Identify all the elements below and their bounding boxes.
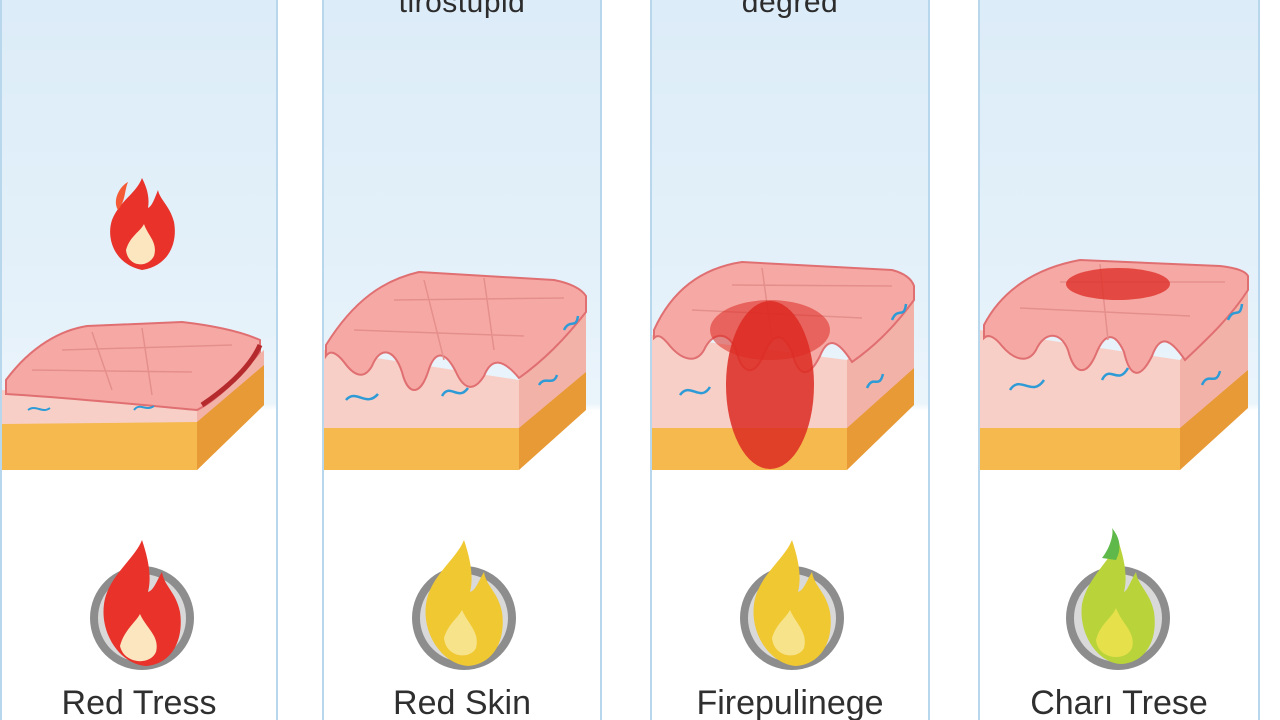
panel-second-degree: tirostupid Red Skin bbox=[322, 0, 602, 720]
panel-title: tirostupid bbox=[398, 0, 526, 19]
skin-diagram bbox=[980, 258, 1249, 670]
panel-label: Charı Trese bbox=[1030, 684, 1208, 720]
panel-title: degred bbox=[741, 0, 839, 19]
flame-badge bbox=[740, 540, 844, 670]
panel-label: Red Skin bbox=[393, 684, 531, 720]
panel-first-degree: Red Tress bbox=[0, 0, 278, 720]
skin-block bbox=[980, 258, 1249, 470]
panel-third-degree: degred Firepulinege bbox=[650, 0, 930, 720]
skin-block bbox=[652, 260, 915, 470]
skin-diagram bbox=[2, 178, 264, 670]
burn-wound bbox=[1066, 268, 1170, 300]
flame-badge bbox=[1066, 528, 1170, 670]
skin-diagram bbox=[324, 270, 587, 670]
skin-diagram bbox=[652, 260, 915, 670]
gutter-1 bbox=[278, 0, 322, 720]
skin-block bbox=[2, 320, 264, 470]
flame-badge bbox=[412, 540, 516, 670]
flame-badge bbox=[90, 540, 194, 670]
fire-icon bbox=[110, 178, 175, 270]
panel-fourth-degree: Charı Trese bbox=[978, 0, 1260, 720]
skin-block bbox=[324, 270, 587, 470]
panel-label: Firepulinege bbox=[696, 684, 884, 720]
panel-label: Red Tress bbox=[61, 684, 217, 720]
